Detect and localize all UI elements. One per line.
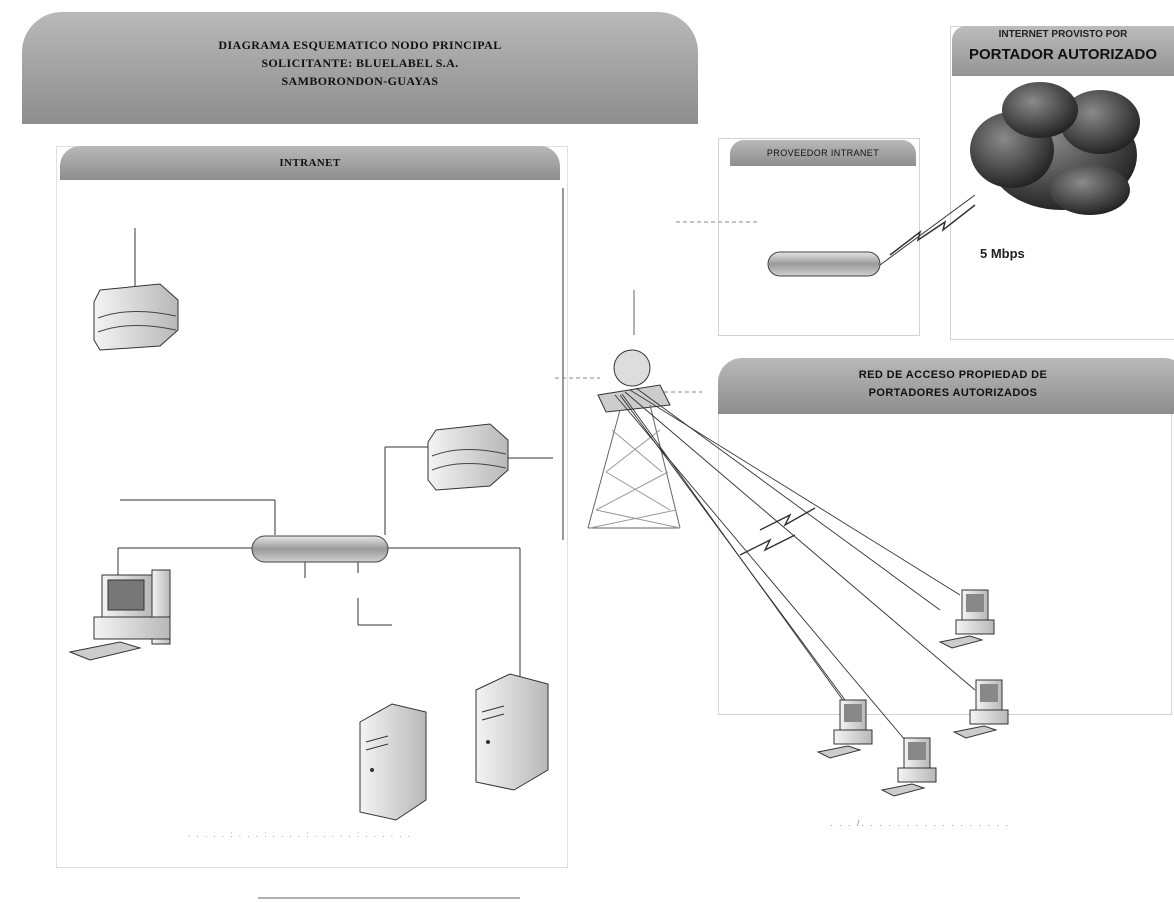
server-icon bbox=[475, 673, 549, 791]
internet-label-main: PORTADOR AUTORIZADO bbox=[968, 46, 1158, 63]
provider-label: PROVEEDOR INTRANET bbox=[766, 148, 880, 158]
client-workstation-icon bbox=[952, 679, 1009, 739]
radio-tower-icon bbox=[587, 290, 681, 529]
provider-tab: PROVEEDOR INTRANET bbox=[730, 140, 916, 166]
title-line-2: SOLICITANTE: BLUELABEL S.A. bbox=[261, 56, 459, 70]
title-line-3: SAMBORONDON-GUAYAS bbox=[281, 74, 439, 88]
left-caption: . . . . . : . . . : . . . . : . . . . . … bbox=[188, 830, 412, 839]
title-line-1: DIAGRAMA ESQUEMATICO NODO PRINCIPAL bbox=[218, 38, 502, 52]
intranet-label: INTRANET bbox=[279, 157, 341, 169]
wireless-zigzag-icon bbox=[889, 204, 976, 256]
wireless-dashes bbox=[555, 221, 760, 393]
internet-label-top: INTERNET PROVISTO POR bbox=[998, 29, 1128, 40]
client-workstation-icon bbox=[938, 589, 995, 649]
client-workstation-icon bbox=[880, 737, 937, 797]
wireless-links bbox=[614, 387, 976, 741]
bandwidth-label: 5 Mbps bbox=[980, 246, 1025, 261]
router-icon bbox=[427, 423, 509, 491]
internet-header: INTERNET PROVISTO POR PORTADOR AUTORIZAD… bbox=[952, 26, 1174, 76]
backbone-tube-icon bbox=[251, 535, 389, 563]
internet-cloud-icon bbox=[970, 82, 1140, 215]
diagram-title-banner: DIAGRAMA ESQUEMATICO NODO PRINCIPAL SOLI… bbox=[22, 12, 698, 124]
client-workstation-icon bbox=[816, 699, 873, 759]
intranet-tab: INTRANET bbox=[60, 146, 560, 180]
provider-link-tube-icon bbox=[767, 251, 881, 277]
connection-lines bbox=[117, 188, 976, 685]
router-icon bbox=[93, 283, 179, 351]
server-icon bbox=[359, 703, 427, 821]
access-network-tab: RED DE ACCESO PROPIEDAD DE PORTADORES AU… bbox=[718, 358, 1174, 414]
access-network-panel bbox=[718, 414, 1172, 715]
access-network-line1: RED DE ACCESO PROPIEDAD DE bbox=[858, 369, 1048, 381]
access-network-line2: PORTADORES AUTORIZADOS bbox=[868, 387, 1038, 399]
bottom-caption: . . . /. . . . . . . . . . . . . . . . . bbox=[829, 818, 1011, 828]
workstation-icon bbox=[68, 569, 171, 661]
